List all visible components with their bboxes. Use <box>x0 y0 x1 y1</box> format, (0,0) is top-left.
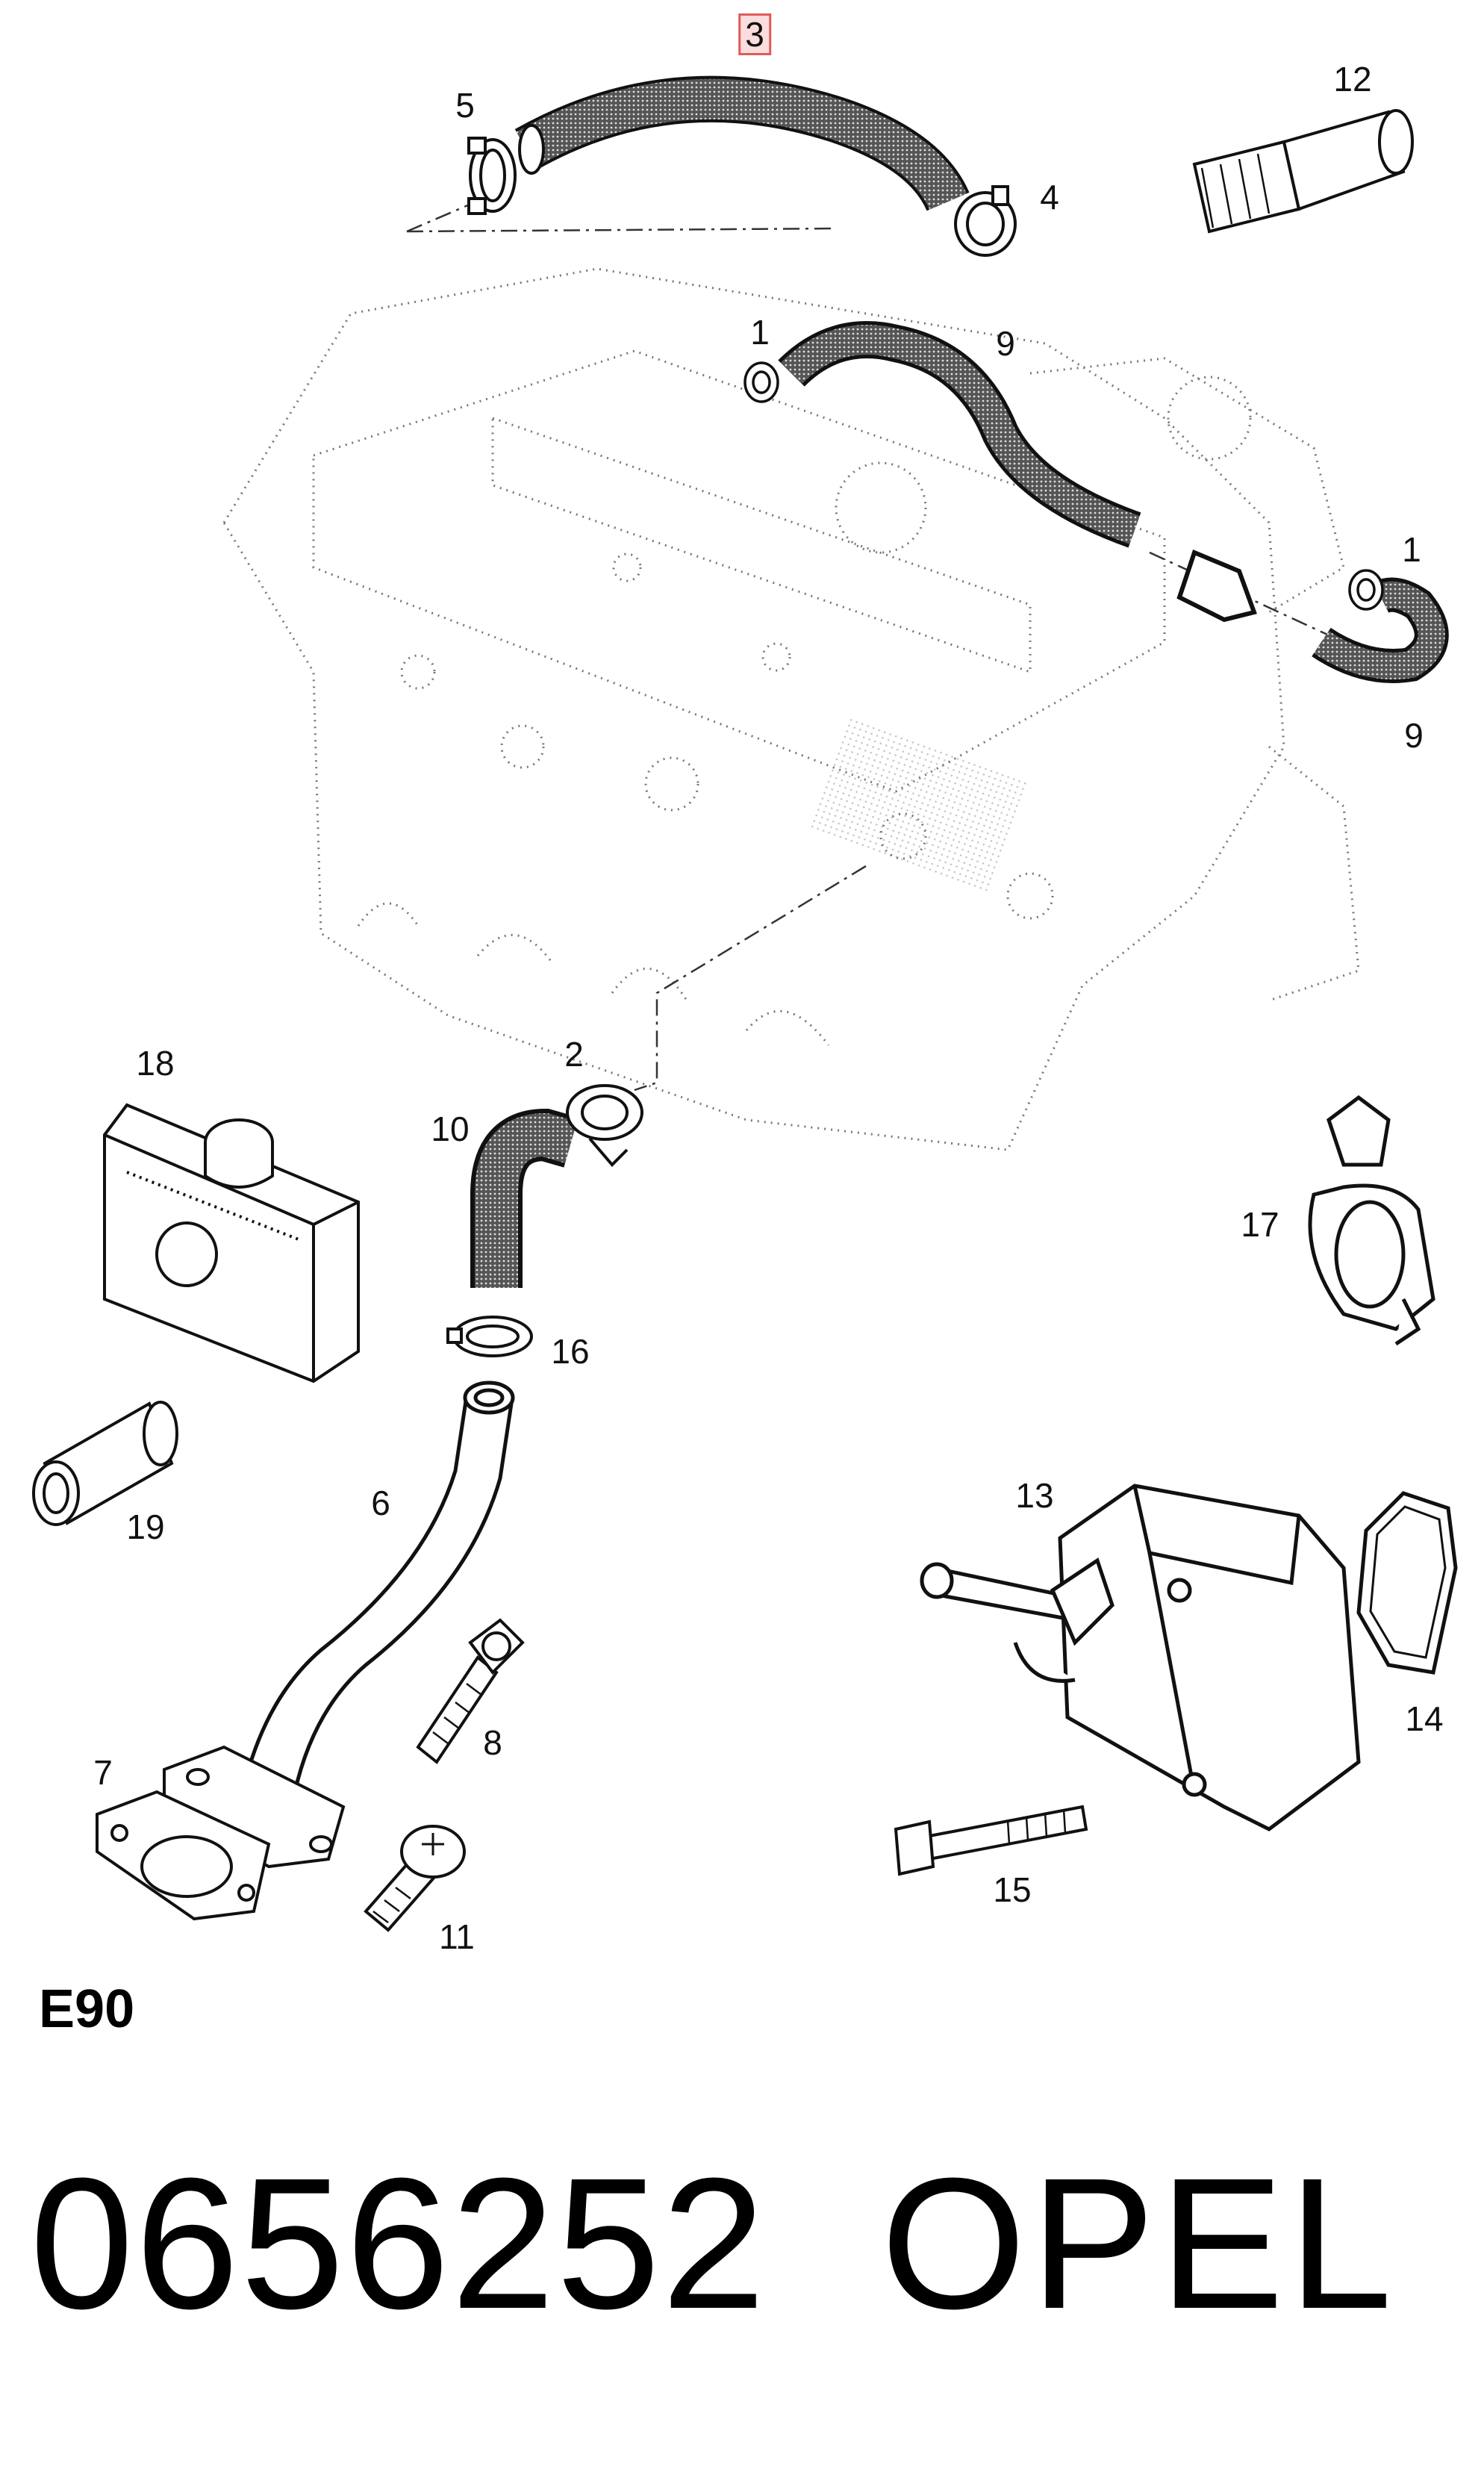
housing-13[interactable] <box>920 1484 1361 1831</box>
clamp-1-left[interactable] <box>743 361 779 403</box>
callout-5[interactable]: 5 <box>455 86 475 125</box>
clamp-16[interactable] <box>446 1316 533 1357</box>
gasket-7[interactable] <box>96 1790 271 1921</box>
engine-block <box>222 267 1360 1151</box>
callout-1-right[interactable]: 1 <box>1402 530 1421 569</box>
callout-4[interactable]: 4 <box>1040 178 1059 217</box>
callout-11[interactable]: 11 <box>439 1917 475 1956</box>
callout-17[interactable]: 17 <box>1241 1205 1279 1244</box>
part-number: 0656252 <box>30 2139 767 2347</box>
connector-12[interactable] <box>1192 109 1414 234</box>
callout-2[interactable]: 2 <box>564 1035 584 1074</box>
callout-19[interactable]: 19 <box>126 1507 165 1546</box>
gasket-14[interactable] <box>1356 1491 1458 1675</box>
callout-1-left[interactable]: 1 <box>750 313 770 352</box>
callout-8[interactable]: 8 <box>483 1723 502 1762</box>
hose-coupling[interactable] <box>1176 549 1257 623</box>
callout-3[interactable]: 3 <box>738 13 771 55</box>
clamp-2[interactable] <box>566 1084 643 1167</box>
pipe-6[interactable] <box>244 1381 515 1793</box>
callout-6[interactable]: 6 <box>371 1484 390 1522</box>
callout-18[interactable]: 18 <box>136 1044 175 1083</box>
callout-9-lower[interactable]: 9 <box>1404 716 1424 755</box>
clamp-5[interactable] <box>467 137 517 215</box>
clamp-1-right[interactable] <box>1348 569 1384 611</box>
callout-13[interactable]: 13 <box>1015 1476 1054 1515</box>
section-code: E90 <box>39 1979 135 2039</box>
callout-16[interactable]: 16 <box>551 1332 590 1371</box>
clip-17[interactable] <box>1308 1095 1435 1346</box>
callout-10[interactable]: 10 <box>431 1109 470 1148</box>
clamp-4[interactable] <box>954 185 1017 257</box>
bolt-11[interactable] <box>364 1825 466 1932</box>
callout-15[interactable]: 15 <box>993 1870 1032 1909</box>
part-18-block[interactable] <box>103 1103 360 1383</box>
brand-name: OPEL <box>881 2139 1397 2347</box>
bolt-15[interactable] <box>894 1805 1088 1876</box>
callout-7[interactable]: 7 <box>93 1753 113 1792</box>
callout-12[interactable]: 12 <box>1333 60 1372 99</box>
part-19-sleeve[interactable] <box>32 1401 178 1526</box>
callout-14[interactable]: 14 <box>1405 1699 1444 1738</box>
bolt-8[interactable] <box>416 1618 525 1764</box>
callout-9-upper[interactable]: 9 <box>996 324 1015 363</box>
